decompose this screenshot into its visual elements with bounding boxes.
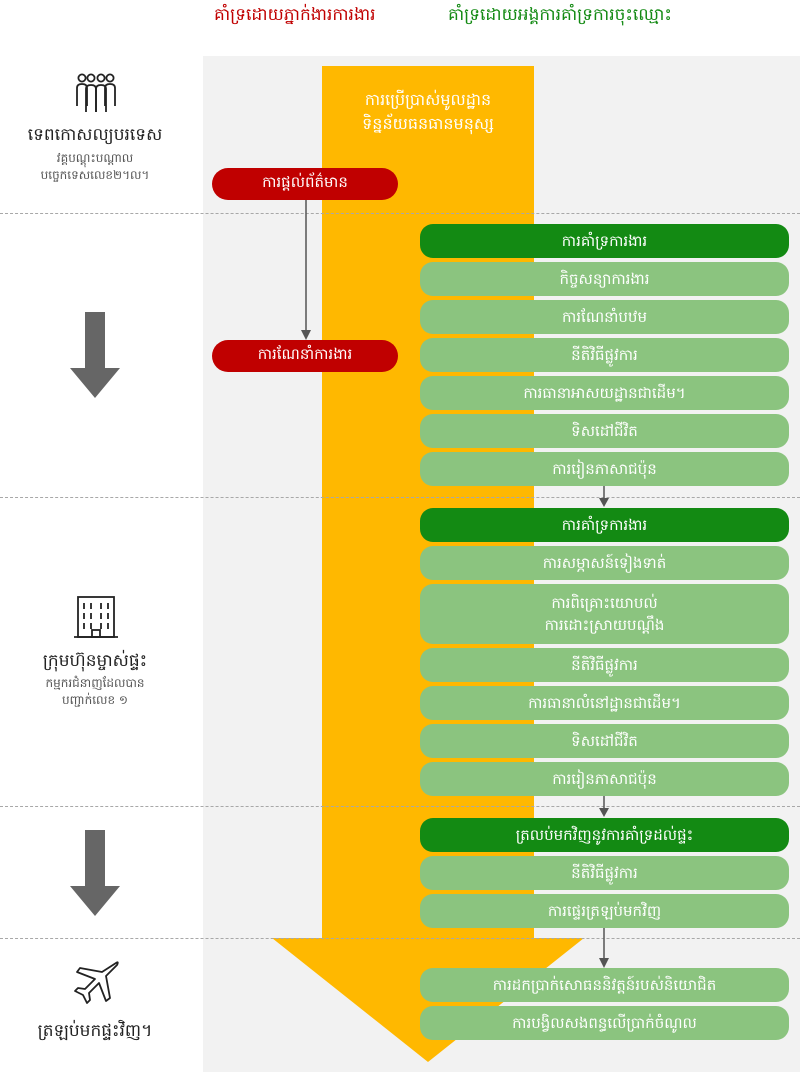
airplane-icon: [74, 961, 119, 1004]
group-1-header: ការគាំទ្រការងារ: [420, 224, 789, 258]
down-arrow-icon: [70, 830, 120, 916]
group-2-header: ការគាំទ្រការងារ: [420, 508, 789, 542]
group-2-item: ទិសដៅជីវិត: [420, 724, 789, 758]
group-3-item: ការផ្ទេរត្រឡប់មកវិញ: [420, 894, 789, 928]
group-1-item: ទិសដៅជីវិត: [420, 414, 789, 448]
down-arrow-icon: [70, 312, 120, 398]
info-provision-step: ការផ្តល់ព័ត៌មាន: [212, 168, 398, 200]
departure-subtitle-line-1: វគ្គបណ្តុះបណ្តាល: [56, 151, 134, 165]
database-use-label: ការប្រើប្រាស់មូលដ្ឋាន ទិន្នន័យធនធានមនុស្…: [322, 88, 534, 136]
group-connector-arrow: [599, 796, 609, 817]
group-2-item: ការពិគ្រោះយោបល់ ការដោះស្រាយបណ្តឹង: [420, 584, 789, 644]
group-3-header: ត្រលប់មកវិញនូវការគាំទ្រដល់ផ្ទះ: [420, 818, 789, 852]
group-1-item: ការរៀនភាសាជប៉ុន: [420, 452, 789, 486]
return-stage-title: ត្រឡប់មកផ្ទះវិញ។: [37, 1021, 153, 1041]
group-4-item: ការដកប្រាក់សោធននិវត្តន៍របស់និយោជិត: [420, 968, 789, 1002]
group-1-item: ការណែនាំបឋម: [420, 300, 789, 334]
host-subtitle-line-2: បញ្ជាក់លេខ ១: [62, 693, 128, 707]
host-company-stage-title: ក្រុមហ៊ុនម្ចាស់ផ្ទះ: [42, 651, 148, 671]
group-2-item: ការរៀនភាសាជប៉ុន: [420, 762, 789, 796]
group-connector-arrow: [599, 928, 609, 968]
stage-divider: [0, 806, 800, 807]
stage-divider: [0, 497, 800, 498]
database-use-line-2: ទិន្នន័យធនធានមនុស្ស: [362, 114, 494, 133]
group-2-item: នីតិវិធីផ្លូវការ: [420, 648, 789, 682]
stage-divider: [0, 213, 800, 214]
agency-connector-arrow: [301, 200, 311, 340]
stage-divider: [0, 938, 800, 939]
group-4-item: ការបង្វិលសងពន្ធលើប្រាក់ចំណូល: [420, 1006, 789, 1040]
group-2-item: ការធានាលំនៅដ្ឋានជាដើម។: [420, 686, 789, 720]
registered-support-header: គាំទ្រដោយអង្គការគាំទ្រការចុះឈ្មោះ: [448, 5, 672, 25]
agency-support-header: គាំទ្រដោយភ្នាក់ងារការងារ: [214, 5, 376, 25]
group-2-item: ការសម្ភាសន៍ទៀងទាត់: [420, 546, 789, 580]
departure-stage-subtitle: វគ្គបណ្តុះបណ្តាល បច្ចេកទេសលេខ២។ល។: [0, 150, 190, 184]
departure-subtitle-line-2: បច្ចេកទេសលេខ២។ល។: [40, 168, 150, 182]
group-2-item-line: ការដោះស្រាយបណ្តឹង: [544, 616, 665, 634]
host-subtitle-line-1: កម្មករជំនាញដែលបាន: [45, 676, 145, 690]
group-1-item: ការធានាអាសយដ្ឋានជាដើម។: [420, 376, 789, 410]
group-1-item: នីតិវិធីផ្លូវការ: [420, 338, 789, 372]
departure-stage-title: ទេពកោសល្យបរទេស: [27, 125, 163, 145]
people-group-icon: [76, 73, 116, 112]
group-3-item: នីតិវិធីផ្លូវការ: [420, 856, 789, 890]
database-use-line-1: ការប្រើប្រាស់មូលដ្ឋាន: [364, 90, 492, 109]
host-company-stage-subtitle: កម្មករជំនាញដែលបាន បញ្ជាក់លេខ ១: [0, 675, 190, 709]
office-building-icon: [74, 596, 118, 638]
job-guidance-step: ការណែនាំការងារ: [212, 340, 398, 372]
group-1-item: កិច្ចសន្យាការងារ: [420, 262, 789, 296]
group-2-item-line: ការពិគ្រោះយោបល់: [551, 594, 658, 612]
group-connector-arrow: [599, 486, 609, 507]
